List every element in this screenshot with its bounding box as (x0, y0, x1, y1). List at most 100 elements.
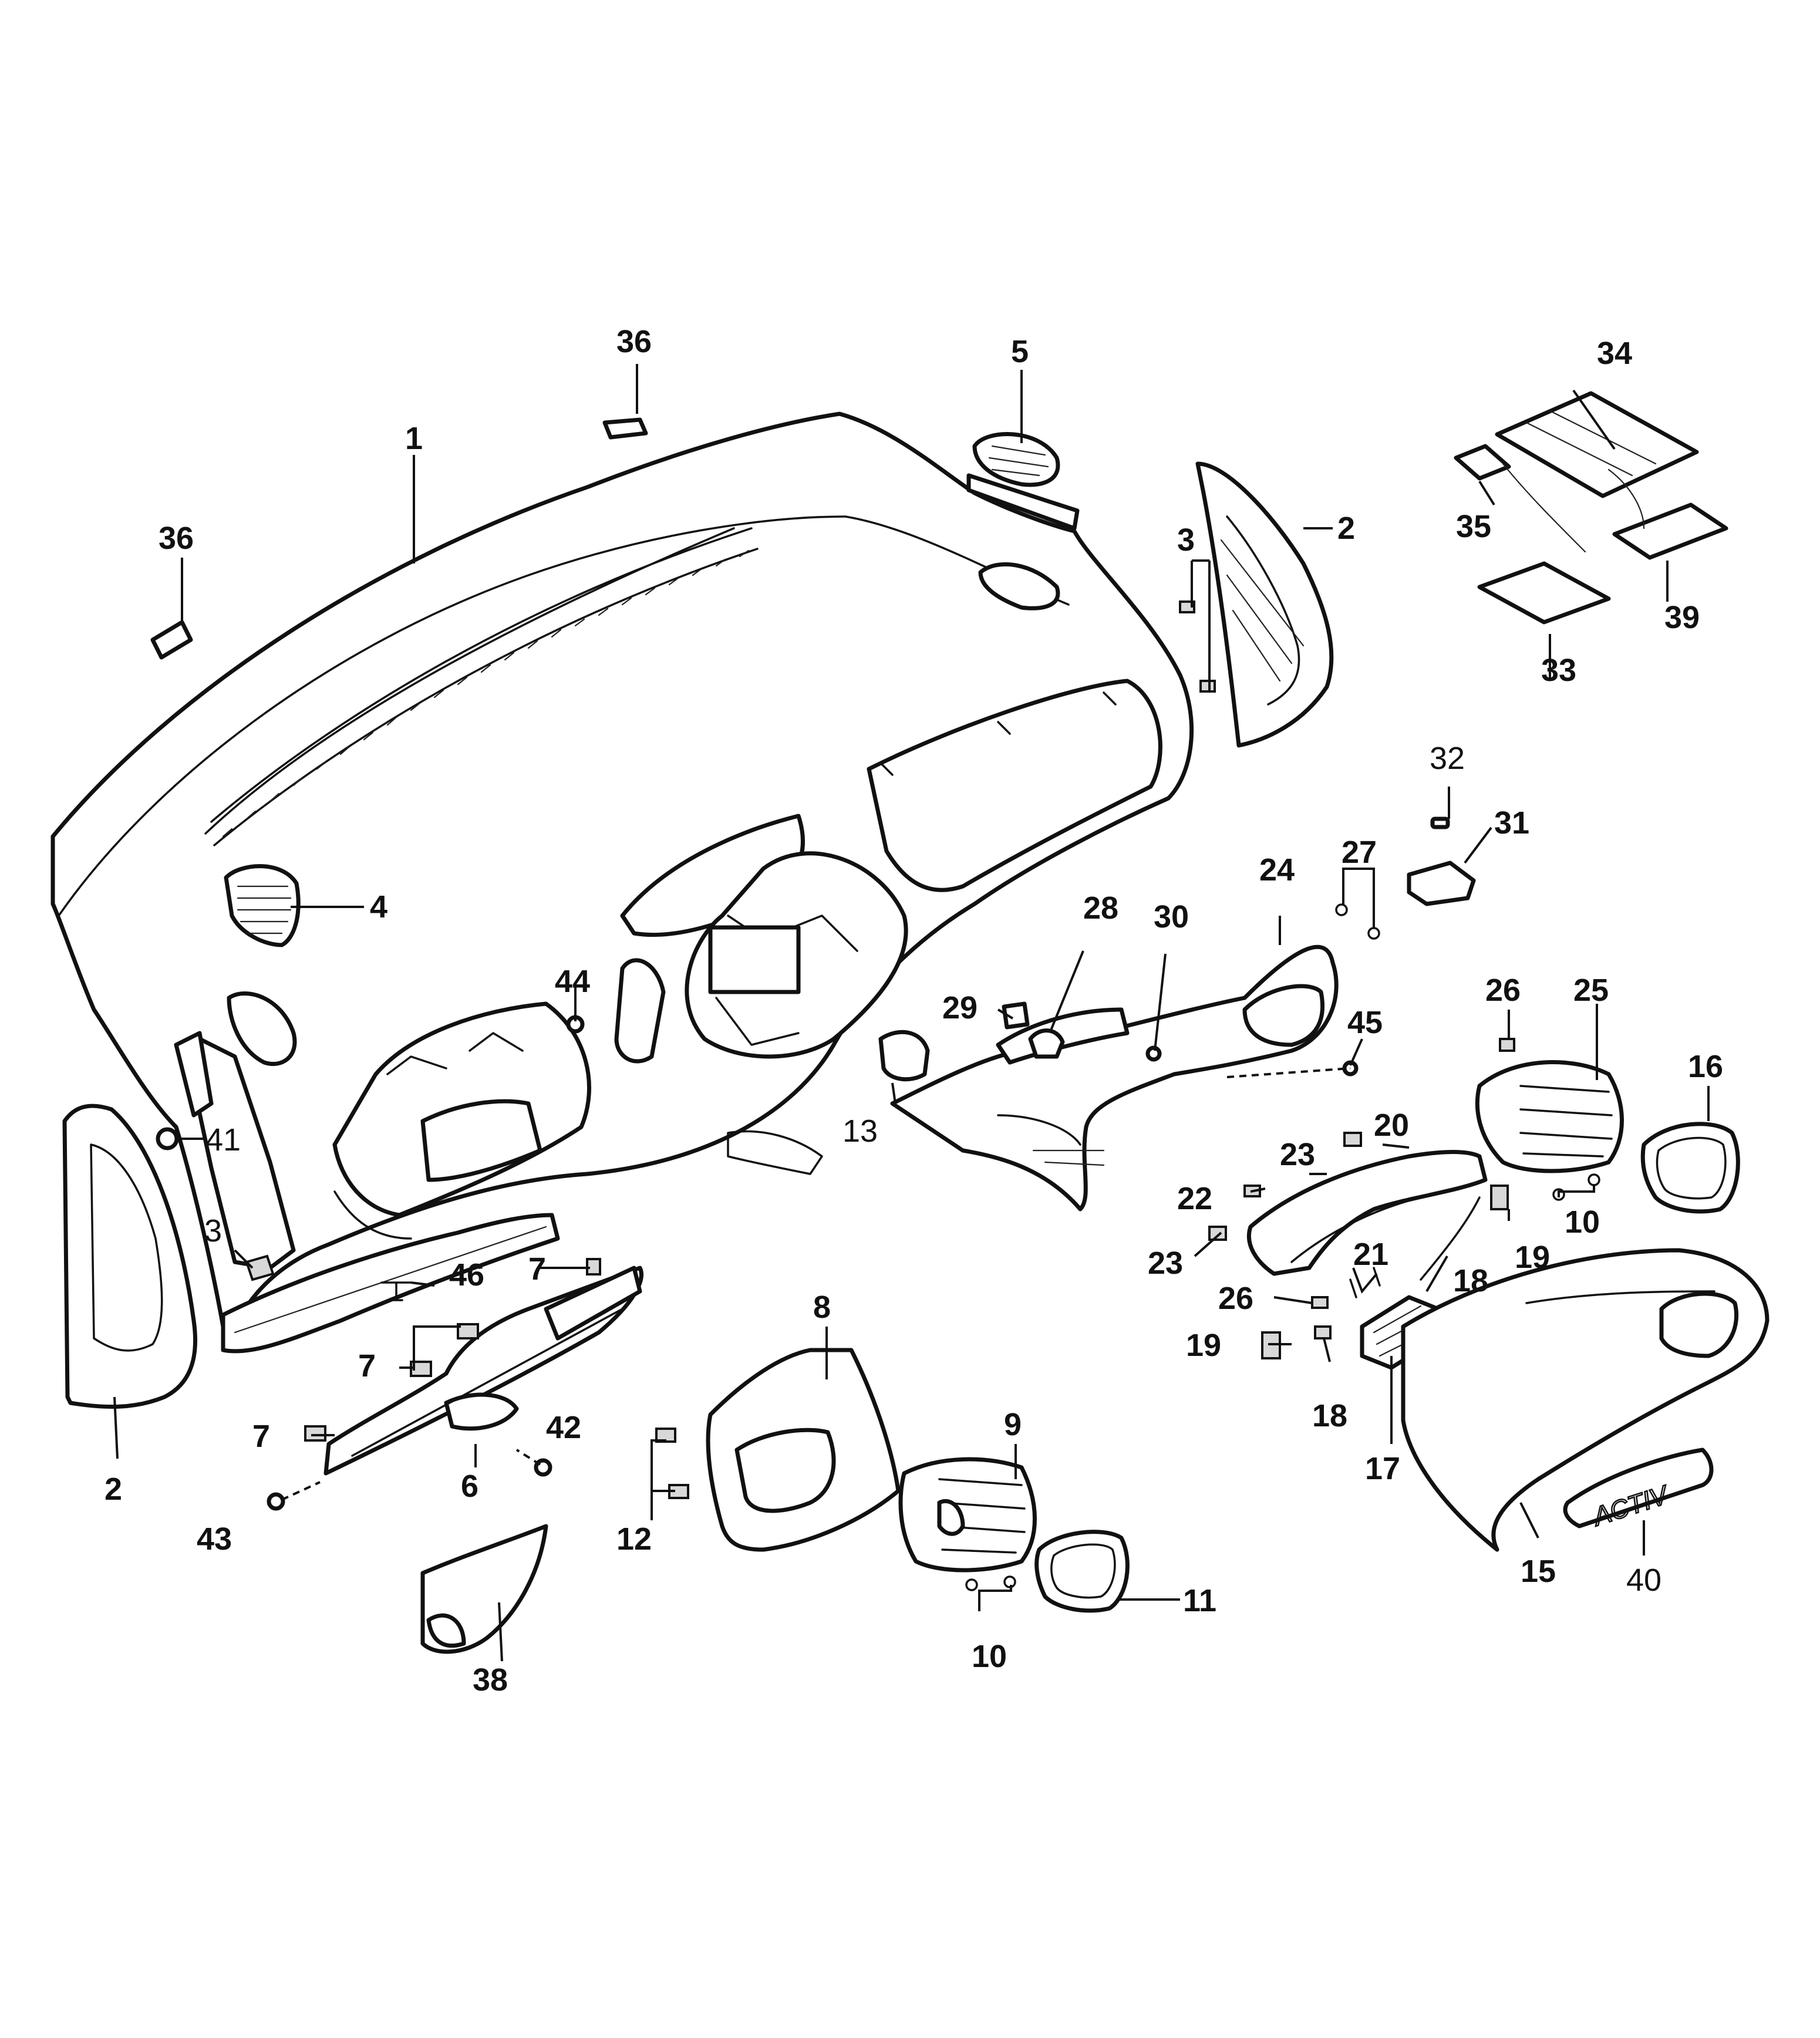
callout-1: 1 (405, 421, 423, 456)
vent-bezel-16 (1640, 1122, 1740, 1214)
push-pin-21b (1373, 1267, 1381, 1287)
callout-36-top: 36 (616, 324, 652, 359)
sensor-pad-top (602, 417, 648, 440)
screw-27a (1335, 903, 1348, 916)
callout-11: 11 (1183, 1583, 1216, 1618)
right-trim-panel (1401, 1248, 1770, 1552)
vent-assembly-9 (898, 1457, 1037, 1573)
clip-23a (1343, 1132, 1362, 1147)
knee-panel (323, 1266, 643, 1476)
callout-42: 42 (546, 1410, 581, 1445)
vent-assembly-25 (1475, 1060, 1624, 1173)
callout-21: 21 (1353, 1237, 1388, 1272)
right-end-cap (1195, 461, 1334, 748)
callout-19-left: 19 (1186, 1328, 1221, 1363)
callout-4: 4 (370, 889, 387, 924)
clip-26b (1311, 1296, 1329, 1309)
callout-16: 16 (1688, 1049, 1723, 1084)
callout-13: 13 (842, 1114, 878, 1149)
label-34 (1495, 391, 1699, 498)
callout-10-upper: 10 (1565, 1204, 1600, 1240)
callout-33: 33 (1541, 653, 1576, 688)
switch-31 (1407, 861, 1476, 906)
callout-3-right: 3 (1177, 522, 1195, 558)
clip-18-lower (1314, 1325, 1332, 1339)
callout-15: 15 (1521, 1554, 1556, 1589)
callout-17: 17 (1365, 1451, 1400, 1486)
clip-23b (1208, 1226, 1227, 1241)
callout-6: 6 (461, 1469, 478, 1504)
callout-19-right: 19 (1515, 1240, 1550, 1275)
leader-lines (113, 364, 1710, 1662)
clip-26a (1499, 1038, 1515, 1052)
callout-26-upper: 26 (1485, 973, 1521, 1008)
callout-44: 44 (555, 964, 590, 999)
callout-18-lower: 18 (1312, 1398, 1347, 1433)
defroster-grille (210, 527, 759, 846)
callout-23-upper: 23 (1280, 1137, 1315, 1172)
callout-10-lower: 10 (972, 1639, 1007, 1674)
callout-20: 20 (1374, 1108, 1409, 1143)
callout-7-top: 7 (528, 1251, 546, 1287)
sensor-pad-left (150, 620, 193, 660)
callout-2-right: 2 (1337, 511, 1355, 546)
left-dash-vent (224, 864, 301, 947)
callout-5: 5 (1011, 334, 1029, 369)
nut-41 (156, 1127, 179, 1150)
callout-30: 30 (1154, 899, 1189, 934)
callout-labels: 1 2 2 3 3 4 5 6 7 7 7 8 9 10 10 11 12 13… (105, 324, 1723, 1698)
cap-32 (1430, 816, 1450, 829)
lower-trim-cover (420, 1524, 548, 1654)
screw-10d (1588, 1173, 1600, 1186)
left-end-cap (62, 1104, 198, 1409)
callout-35: 35 (1456, 509, 1491, 544)
clip-3-lower (1199, 680, 1216, 693)
nut-43 (267, 1492, 285, 1511)
switch-19-right (1490, 1185, 1509, 1210)
callout-12: 12 (616, 1521, 652, 1557)
clip-29 (1002, 1001, 1030, 1030)
push-pin-21a (1349, 1278, 1357, 1298)
clip-28 (1028, 1028, 1065, 1059)
callout-23-lower: 23 (1148, 1246, 1183, 1281)
callout-45: 45 (1347, 1005, 1383, 1040)
activ-badge: ACTIV (1563, 1447, 1714, 1533)
top-right-vent (972, 432, 1060, 487)
instrument-panel-body (50, 411, 1194, 1354)
nut-30 (1145, 1045, 1162, 1062)
callout-34: 34 (1597, 336, 1632, 371)
callout-46: 46 (449, 1257, 484, 1293)
screw-10c (1552, 1188, 1565, 1201)
callout-7-low: 7 (252, 1419, 270, 1454)
callout-7-mid: 7 (358, 1348, 376, 1384)
callout-38: 38 (473, 1662, 508, 1698)
callout-41: 41 (205, 1122, 241, 1158)
clip-7b (457, 1323, 479, 1339)
callout-26-lower: 26 (1218, 1281, 1253, 1316)
callout-9: 9 (1004, 1407, 1022, 1442)
callout-29: 29 (942, 990, 978, 1025)
callout-18-right: 18 (1453, 1263, 1488, 1298)
center-vent-bezel (706, 1348, 901, 1552)
callout-28: 28 (1083, 890, 1118, 926)
clip-3-left (245, 1254, 275, 1281)
vent-bezel-ring (1034, 1530, 1130, 1613)
label-35 (1454, 444, 1511, 481)
clip-7d (304, 1425, 326, 1442)
callout-25: 25 (1573, 973, 1609, 1008)
cable-18 (1420, 1196, 1481, 1281)
callout-39: 39 (1664, 600, 1700, 635)
callout-27: 27 (1342, 835, 1377, 870)
bracket-20 (1246, 1150, 1488, 1276)
callout-22: 22 (1177, 1181, 1212, 1216)
callout-3-left: 3 (204, 1213, 222, 1249)
screw-10a (965, 1578, 978, 1591)
push-pin-46 (380, 1281, 412, 1301)
callout-31: 31 (1494, 805, 1529, 841)
callout-32: 32 (1430, 741, 1465, 776)
bracket-13 (878, 1030, 930, 1082)
callout-8: 8 (813, 1290, 831, 1325)
callout-24: 24 (1259, 852, 1295, 888)
label-39 (1612, 502, 1728, 560)
